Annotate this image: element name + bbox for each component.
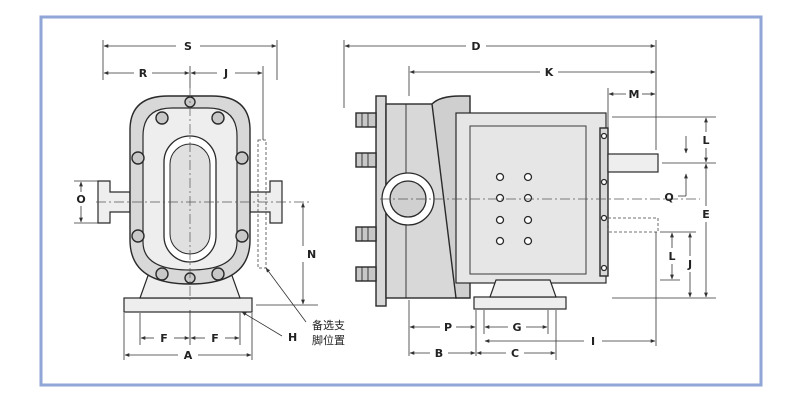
gearbox-panel	[469, 125, 587, 275]
drive-shaft	[607, 153, 659, 173]
dim-label-g: G	[512, 321, 521, 334]
side-view-foot	[473, 296, 567, 310]
dim-label-a: A	[184, 349, 193, 362]
dim-label-k: K	[545, 66, 554, 79]
end-view-foot	[123, 297, 253, 313]
dim-label-e: E	[702, 208, 710, 221]
dim-label-d: D	[471, 40, 480, 53]
end-view: S R J O N H 备选支 脚位置 F	[74, 40, 345, 362]
dim-label-f-right: F	[211, 332, 219, 345]
side-foot-web	[489, 279, 557, 298]
drawing-frame	[39, 15, 763, 387]
dim-label-h: H	[288, 331, 297, 344]
side-view: D K M L Q E L J	[343, 40, 716, 360]
gearbox-holes	[495, 172, 533, 246]
dim-label-j-right: J	[687, 258, 692, 271]
dim-label-o: O	[76, 193, 85, 206]
dim-label-m: M	[629, 88, 640, 101]
alt-shaft-outline	[607, 217, 659, 233]
cover-bolts	[131, 96, 249, 284]
dim-label-p: P	[444, 321, 452, 334]
dim-label-c: C	[511, 347, 519, 360]
dim-label-q: Q	[664, 191, 673, 204]
note-line-1: 备选支	[312, 318, 345, 332]
dim-label-i: I	[591, 335, 595, 348]
dim-label-b: B	[435, 347, 443, 360]
dim-label-l-bottom: L	[668, 250, 675, 263]
dim-label-n: N	[307, 248, 316, 261]
note-line-2: 脚位置	[312, 333, 345, 347]
dim-label-s: S	[184, 40, 192, 53]
dim-label-l-top: L	[702, 134, 709, 147]
flange-bolts	[355, 112, 377, 282]
dim-label-j-top: J	[223, 67, 228, 80]
alternate-foot-outline	[257, 139, 267, 269]
dim-label-r: R	[139, 67, 148, 80]
rear-bolts	[600, 132, 608, 272]
dim-label-f-left: F	[160, 332, 168, 345]
rear-plate	[599, 127, 609, 277]
